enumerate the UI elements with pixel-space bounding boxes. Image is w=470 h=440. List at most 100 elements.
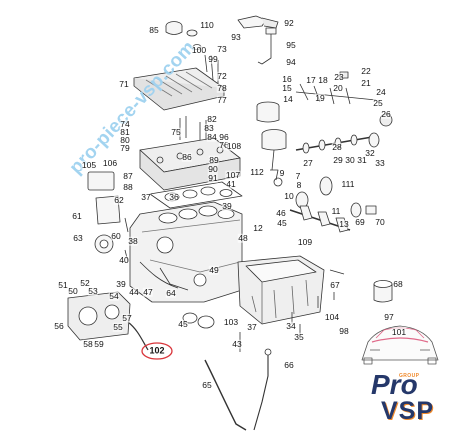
oil-filler-cap	[165, 21, 202, 50]
callout-89: 89	[208, 154, 220, 165]
callout-77: 77	[216, 94, 228, 105]
callout-31: 31	[356, 154, 368, 165]
callout-50: 50	[67, 285, 79, 296]
callout-91: 91	[207, 172, 219, 183]
callout-58: 58	[82, 338, 94, 349]
callout-18: 18	[317, 74, 329, 85]
callout-70: 70	[374, 216, 386, 227]
callout-80: 80	[119, 134, 131, 145]
callout-45: 45	[276, 217, 288, 228]
callout-72: 72	[216, 70, 228, 81]
callout-16: 16	[281, 73, 293, 84]
lower-pipes	[139, 261, 345, 352]
callout-78: 78	[216, 82, 228, 93]
callout-79: 79	[119, 142, 131, 153]
callout-61: 61	[71, 210, 83, 221]
callout-112: 112	[249, 166, 265, 177]
callout-43: 43	[231, 338, 243, 349]
callout-88: 88	[122, 181, 134, 192]
callout-90: 90	[207, 163, 219, 174]
dipstick	[204, 348, 272, 431]
callout-23: 23	[333, 71, 345, 82]
callout-7: 7	[295, 170, 301, 181]
oil-pan	[237, 255, 325, 325]
callout-37: 37	[140, 191, 152, 202]
callout-14: 14	[282, 93, 294, 104]
thermostat-housing-top	[204, 15, 279, 84]
callout-40: 40	[118, 254, 130, 265]
callout-73: 73	[216, 43, 228, 54]
callout-83: 83	[203, 122, 215, 133]
callout-65: 65	[201, 379, 213, 390]
callout-47: 47	[142, 286, 154, 297]
callout-59: 59	[93, 338, 105, 349]
callout-46: 46	[275, 207, 287, 218]
callout-107: 107	[225, 169, 241, 180]
callout-98: 98	[338, 325, 350, 336]
callout-34: 34	[285, 320, 297, 331]
callout-102-highlighted: 102	[149, 345, 165, 356]
callout-62: 62	[113, 194, 125, 205]
callout-101: 101	[391, 326, 407, 337]
callout-30: 30	[344, 154, 356, 165]
callout-45-lower: 45	[177, 318, 189, 329]
callout-39-left: 39	[115, 278, 127, 289]
callout-68: 68	[392, 278, 404, 289]
callout-44: 44	[128, 286, 140, 297]
callout-35: 35	[293, 331, 305, 342]
callout-103: 103	[223, 316, 239, 327]
callout-60: 60	[110, 230, 122, 241]
callout-52: 52	[79, 277, 91, 288]
callout-104: 104	[324, 311, 340, 322]
callout-39: 39	[221, 200, 233, 211]
callout-110: 110	[199, 19, 215, 30]
callout-85: 85	[148, 24, 160, 35]
callout-54: 54	[108, 290, 120, 301]
callout-21: 21	[360, 77, 372, 88]
callout-74: 74	[119, 118, 131, 129]
car-outline-icon	[361, 325, 439, 365]
callout-22: 22	[360, 65, 372, 76]
crankshaft	[289, 176, 377, 233]
callout-33: 33	[374, 157, 386, 168]
callout-11: 11	[331, 205, 341, 216]
callout-67: 67	[329, 279, 341, 290]
callout-55: 55	[112, 321, 124, 332]
brand-logo-pro: Pro	[371, 369, 418, 400]
callout-97: 97	[383, 311, 395, 322]
callout-84: 84	[206, 131, 218, 142]
callout-36: 36	[168, 191, 180, 202]
callout-95: 95	[285, 39, 297, 50]
callout-20: 20	[332, 82, 344, 93]
callout-32: 32	[364, 147, 376, 158]
callout-99: 99	[207, 53, 219, 64]
alternator-group	[67, 291, 149, 351]
valve-cover	[133, 67, 225, 111]
brand-logo-vsp: VSP	[381, 397, 435, 425]
callout-75: 75	[170, 126, 182, 137]
callout-71: 71	[118, 78, 130, 89]
engine-block	[129, 201, 243, 303]
callout-105: 105	[81, 159, 97, 170]
callout-109: 109	[297, 236, 313, 247]
callout-48: 48	[237, 232, 249, 243]
callout-94: 94	[285, 56, 297, 67]
callout-57: 57	[121, 312, 133, 323]
brand-logo-group: GROUP	[399, 373, 420, 379]
pistons	[256, 101, 287, 187]
callout-96: 96	[218, 131, 230, 142]
callout-25: 25	[372, 97, 384, 108]
callout-12: 12	[252, 222, 264, 233]
callout-10: 10	[283, 190, 295, 201]
callout-81: 81	[119, 126, 131, 137]
callout-9: 9	[279, 167, 285, 178]
callout-51: 51	[57, 279, 69, 290]
callout-28: 28	[331, 141, 343, 152]
callout-100: 100	[191, 44, 207, 55]
callout-24: 24	[375, 86, 387, 97]
callout-76: 76	[218, 139, 230, 150]
left-side-ancillaries	[87, 171, 129, 263]
callout-38: 38	[127, 235, 139, 246]
callout-17: 17	[305, 74, 317, 85]
